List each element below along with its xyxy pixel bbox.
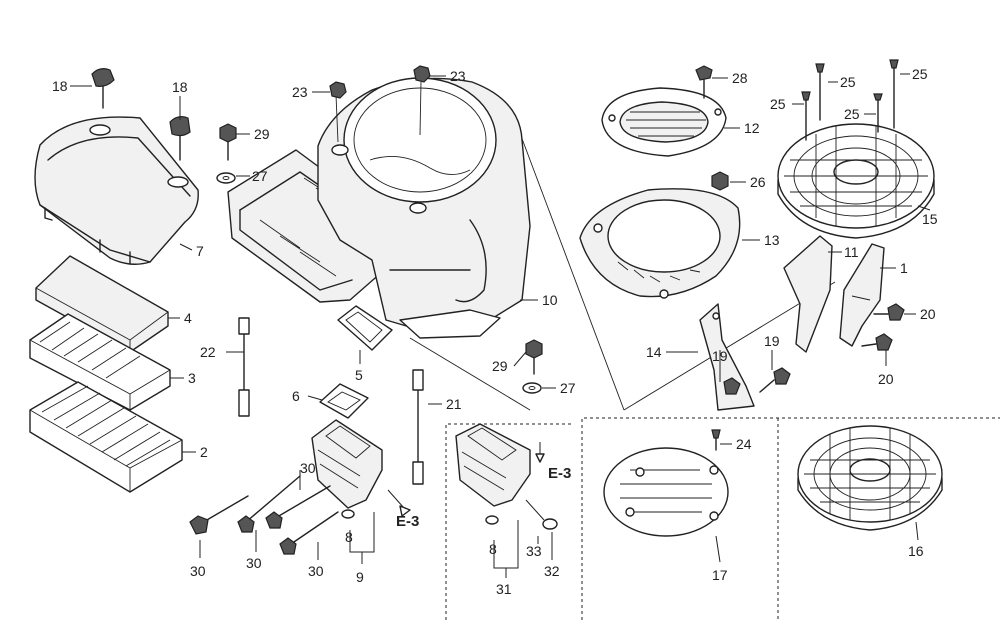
callout-5: 5 — [355, 367, 363, 383]
callout-32: 32 — [544, 563, 560, 579]
starter-screen-12 — [601, 87, 727, 157]
screw-24 — [711, 429, 721, 451]
callout-1: 1 — [900, 260, 908, 276]
bolts-30 — [189, 475, 339, 555]
gasket-5 — [337, 305, 393, 351]
callout-28: 28 — [732, 70, 748, 86]
gasket-6 — [319, 383, 369, 419]
reference-e3-right: E-3 — [548, 465, 571, 482]
callout-7: 7 — [196, 243, 204, 259]
callout-23b: 23 — [450, 68, 466, 84]
intake-joint-left — [311, 419, 411, 519]
fan-shroud — [317, 77, 531, 339]
bolt-29-center — [525, 339, 543, 375]
callout-13: 13 — [764, 232, 780, 248]
callout-11: 11 — [844, 244, 859, 260]
callout-4: 4 — [184, 310, 192, 326]
intake-joint-center — [455, 423, 558, 530]
bolt-20-a — [873, 303, 905, 321]
screen-cover-17 — [603, 447, 729, 537]
callout-9: 9 — [356, 569, 364, 585]
callout-29a: 29 — [254, 126, 270, 142]
callout-24: 24 — [736, 436, 752, 452]
callout-30d: 30 — [308, 563, 324, 579]
callout-14: 14 — [646, 344, 662, 360]
callout-17: 17 — [712, 567, 728, 583]
bolt-19-a — [759, 367, 791, 393]
callout-8a: 8 — [345, 529, 353, 545]
fan-screen-16 — [797, 425, 943, 531]
bracket-1 — [839, 243, 885, 347]
washer-27-left — [216, 172, 236, 184]
pre-filter-3 — [29, 313, 171, 411]
fan-screen-15 — [777, 123, 935, 239]
callout-29b: 29 — [492, 358, 508, 374]
callout-6: 6 — [292, 388, 300, 404]
callout-26: 26 — [750, 174, 766, 190]
callout-10: 10 — [542, 292, 558, 308]
bolt-29-left — [219, 123, 237, 161]
callout-25d: 25 — [844, 106, 860, 122]
callout-21: 21 — [446, 396, 462, 412]
callout-3: 3 — [188, 370, 196, 386]
callout-12: 12 — [744, 120, 760, 136]
screws-25 — [801, 59, 899, 141]
section-borders — [409, 127, 1000, 620]
paper-element-2 — [29, 381, 183, 493]
bolt-20-b — [861, 333, 893, 351]
callout-19b: 19 — [764, 333, 780, 349]
callout-30b: 30 — [190, 563, 206, 579]
callout-labels: 18 18 29 27 23 23 28 25 25 25 25 12 26 1… — [52, 66, 938, 597]
callout-27b: 27 — [560, 380, 576, 396]
callout-20b: 20 — [878, 371, 894, 387]
bracket-14 — [699, 303, 755, 411]
leader-lines — [70, 73, 931, 578]
nut-26 — [711, 171, 729, 191]
callout-18a: 18 — [52, 78, 68, 94]
callout-2: 2 — [200, 444, 208, 460]
washer-27-center — [522, 382, 542, 394]
callout-25c: 25 — [770, 96, 786, 112]
guide-plate-11 — [783, 235, 833, 353]
callout-25b: 25 — [912, 66, 928, 82]
callout-30a: 30 — [300, 460, 316, 476]
screw-28 — [695, 65, 713, 99]
reference-e3-left: E-3 — [396, 513, 419, 530]
knob-screw-18-right — [169, 116, 191, 161]
callout-18b: 18 — [172, 79, 188, 95]
callout-27a: 27 — [252, 168, 268, 184]
nut-23-left — [329, 81, 347, 99]
bolt-19-b — [723, 377, 741, 395]
callout-23a: 23 — [292, 84, 308, 100]
callout-33: 33 — [526, 543, 542, 559]
callout-30c: 30 — [246, 555, 262, 571]
callout-22: 22 — [200, 344, 216, 360]
air-cleaner-cover — [34, 116, 199, 265]
callout-20a: 20 — [920, 306, 936, 322]
stud-bolt-22 — [238, 317, 250, 417]
callout-8b: 8 — [489, 541, 497, 557]
callout-19a: 19 — [712, 348, 728, 364]
knob-screw-18-left — [91, 68, 115, 109]
callout-15: 15 — [922, 211, 938, 227]
callout-31: 31 — [496, 581, 512, 597]
starter-frame-13 — [579, 188, 741, 299]
callout-25a: 25 — [840, 74, 856, 90]
callout-16: 16 — [908, 543, 924, 559]
stud-bolt-21 — [412, 369, 424, 485]
